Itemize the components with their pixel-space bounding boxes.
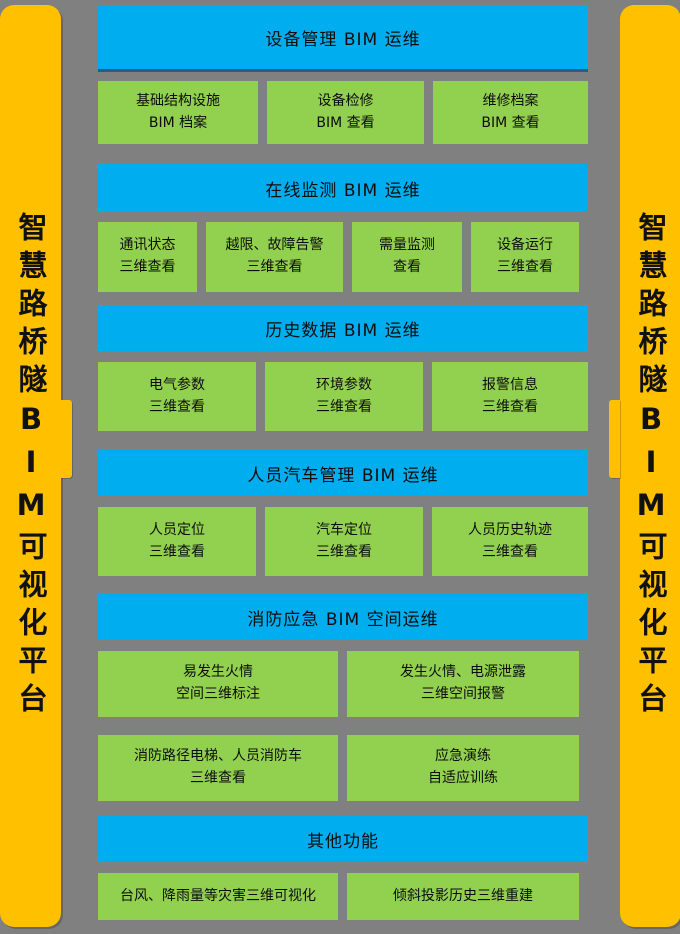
leaf-box[interactable]: 通讯状态 三维查看 <box>98 222 197 292</box>
section-header-online-monitoring[interactable]: 在线监测 BIM 运维 <box>98 164 588 212</box>
leaf-line-2: BIM 查看 <box>316 114 375 131</box>
leaf-line-1: 环境参数 <box>316 376 372 393</box>
section-historical-data: 历史数据 BIM 运维 电气参数 三维查看 环境参数 三维查看 报警信息 三维查… <box>98 305 588 431</box>
left-side-banner: 智慧路桥隧BIM可视化平台 <box>0 5 61 927</box>
leaf-line-1: 需量监测 <box>379 237 435 254</box>
leaf-line-1: 人员历史轨迹 <box>468 521 552 538</box>
left-banner-title: 智慧路桥隧BIM可视化平台 <box>14 211 48 721</box>
leaf-row: 电气参数 三维查看 环境参数 三维查看 报警信息 三维查看 <box>98 362 588 431</box>
leaf-line-1: 人员定位 <box>149 521 205 538</box>
section-header-equipment-management[interactable]: 设备管理 BIM 运维 <box>98 6 588 72</box>
leaf-line-2: 三维查看 <box>246 259 303 275</box>
leaf-box[interactable]: 设备检修 BIM 查看 <box>267 81 424 144</box>
leaf-line-2: 三维查看 <box>497 259 553 275</box>
right-side-banner: 智慧路桥隧BIM可视化平台 <box>620 5 680 927</box>
leaf-line-1: 越限、故障告警 <box>225 237 324 254</box>
leaf-line-1: 易发生火情 <box>183 664 253 681</box>
leaf-line-2: 三维查看 <box>482 398 538 415</box>
leaf-line-2: 三维查看 <box>149 398 205 415</box>
leaf-line-1: 应急演练 <box>435 748 491 765</box>
leaf-box[interactable]: 倾斜投影历史三维重建 <box>347 873 579 920</box>
leaf-row: 基础结构设施 BIM 档案 设备检修 BIM 查看 维修档案 BIM 查看 <box>98 81 588 144</box>
leaf-row: 台风、降雨量等灾害三维可视化 倾斜投影历史三维重建 <box>98 873 588 920</box>
leaf-line-2: 三维查看 <box>149 543 205 560</box>
leaf-box[interactable]: 报警信息 三维查看 <box>432 362 588 431</box>
right-banner-tab <box>609 400 620 478</box>
leaf-box[interactable]: 电气参数 三维查看 <box>98 362 256 431</box>
leaf-box[interactable]: 人员定位 三维查看 <box>98 507 256 576</box>
leaf-line-1: 消防路径电梯、人员消防车 <box>134 748 302 765</box>
leaf-line-1: 报警信息 <box>482 376 538 393</box>
left-banner-tab <box>61 400 72 478</box>
leaf-box[interactable]: 应急演练 自适应训练 <box>347 735 579 801</box>
leaf-box[interactable]: 维修档案 BIM 查看 <box>433 81 588 144</box>
diagram-column: 设备管理 BIM 运维 基础结构设施 BIM 档案 设备检修 BIM 查看 维修… <box>98 0 588 934</box>
leaf-box[interactable]: 消防路径电梯、人员消防车 三维查看 <box>98 735 338 801</box>
leaf-line-1: 维修档案 <box>482 92 539 109</box>
leaf-line-2: 查看 <box>393 259 421 275</box>
leaf-box[interactable]: 基础结构设施 BIM 档案 <box>98 81 258 144</box>
leaf-line-2: 三维查看 <box>316 543 372 560</box>
section-personnel-vehicle-management: 人员汽车管理 BIM 运维 人员定位 三维查看 汽车定位 三维查看 人员历史轨迹… <box>98 450 588 576</box>
leaf-line-2: 三维空间报警 <box>421 686 505 702</box>
section-header-other-functions[interactable]: 其他功能 <box>98 816 588 862</box>
right-banner-title: 智慧路桥隧BIM可视化平台 <box>634 211 668 721</box>
leaf-line-2: BIM 查看 <box>481 114 540 131</box>
leaf-line-1: 设备检修 <box>317 92 374 109</box>
leaf-line-1: 发生火情、电源泄露 <box>400 664 526 681</box>
leaf-line-1: 电气参数 <box>149 376 205 393</box>
section-fire-emergency: 消防应急 BIM 空间运维 易发生火情 空间三维标注 发生火情、电源泄露 三维空… <box>98 594 588 801</box>
leaf-line-1: 通讯状态 <box>119 237 176 254</box>
section-header-personnel-vehicle-management[interactable]: 人员汽车管理 BIM 运维 <box>98 450 588 496</box>
leaf-row: 易发生火情 空间三维标注 发生火情、电源泄露 三维空间报警 <box>98 651 588 717</box>
leaf-box[interactable]: 台风、降雨量等灾害三维可视化 <box>98 873 338 920</box>
leaf-row: 通讯状态 三维查看 越限、故障告警 三维查看 需量监测 查看 设备运行 三维查看 <box>98 222 588 292</box>
leaf-row: 人员定位 三维查看 汽车定位 三维查看 人员历史轨迹 三维查看 <box>98 507 588 576</box>
section-other-functions: 其他功能 台风、降雨量等灾害三维可视化 倾斜投影历史三维重建 <box>98 816 588 920</box>
leaf-box[interactable]: 环境参数 三维查看 <box>265 362 423 431</box>
leaf-box[interactable]: 设备运行 三维查看 <box>471 222 579 292</box>
leaf-line-2: 三维查看 <box>316 398 372 415</box>
leaf-line-1: 台风、降雨量等灾害三维可视化 <box>120 887 316 904</box>
leaf-box[interactable]: 需量监测 查看 <box>352 222 462 292</box>
section-header-fire-emergency[interactable]: 消防应急 BIM 空间运维 <box>98 594 588 640</box>
section-equipment-management: 设备管理 BIM 运维 基础结构设施 BIM 档案 设备检修 BIM 查看 维修… <box>98 6 588 144</box>
leaf-box[interactable]: 易发生火情 空间三维标注 <box>98 651 338 717</box>
leaf-line-2: 三维查看 <box>119 259 176 275</box>
leaf-box[interactable]: 发生火情、电源泄露 三维空间报警 <box>347 651 579 717</box>
leaf-line-1: 汽车定位 <box>316 521 372 538</box>
leaf-line-2: BIM 档案 <box>148 114 208 131</box>
leaf-line-2: 三维查看 <box>482 543 538 560</box>
leaf-line-1: 基础结构设施 <box>136 92 220 109</box>
leaf-box[interactable]: 汽车定位 三维查看 <box>265 507 423 576</box>
leaf-box[interactable]: 越限、故障告警 三维查看 <box>206 222 343 292</box>
leaf-line-2: 三维查看 <box>190 770 246 786</box>
leaf-line-1: 倾斜投影历史三维重建 <box>393 887 533 904</box>
leaf-line-2: 空间三维标注 <box>176 686 260 702</box>
section-header-historical-data[interactable]: 历史数据 BIM 运维 <box>98 305 588 351</box>
leaf-box[interactable]: 人员历史轨迹 三维查看 <box>432 507 588 576</box>
leaf-line-1: 设备运行 <box>497 237 553 254</box>
leaf-row: 消防路径电梯、人员消防车 三维查看 应急演练 自适应训练 <box>98 735 588 801</box>
section-online-monitoring: 在线监测 BIM 运维 通讯状态 三维查看 越限、故障告警 三维查看 需量监测 … <box>98 164 588 292</box>
leaf-line-2: 自适应训练 <box>428 770 498 786</box>
